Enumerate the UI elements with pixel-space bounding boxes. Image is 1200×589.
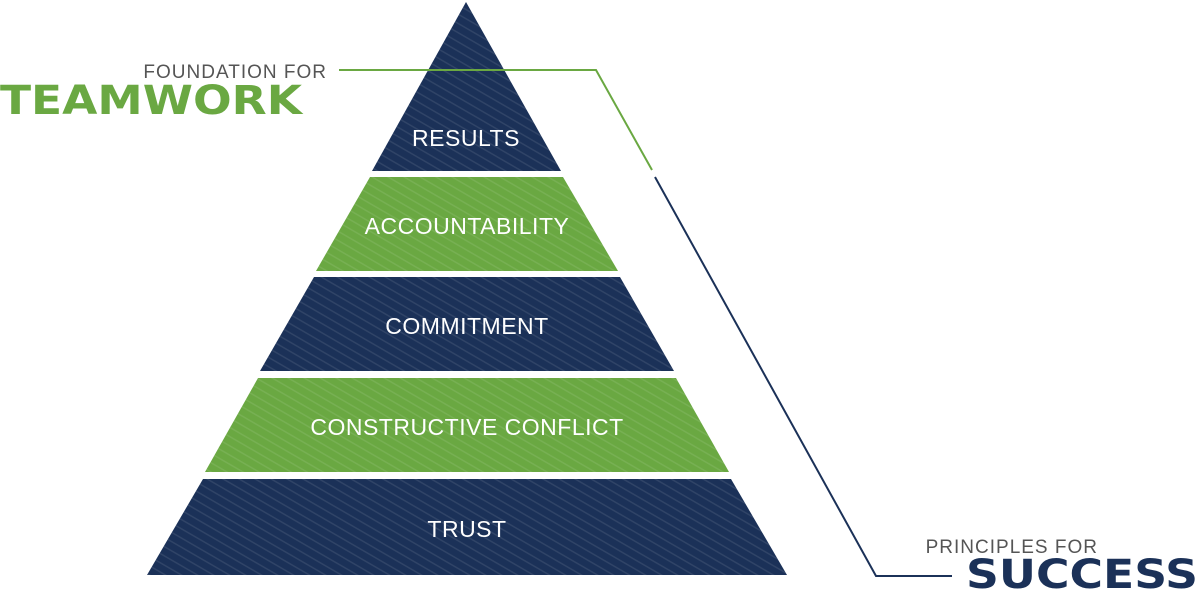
- tier-constructive-conflict-label: CONSTRUCTIVE CONFLICT: [310, 414, 623, 440]
- tier-trust-label: TRUST: [427, 516, 506, 542]
- tier-accountability-hatch: [316, 177, 618, 271]
- tier-constructive-conflict-hatch: [205, 378, 729, 472]
- principles-for-caption: PRINCIPLES FOR: [926, 537, 1098, 558]
- pyramid: RESULTS ACCOUNTABILITY COMMITMENT CONSTR…: [147, 2, 787, 575]
- tier-constructive-conflict: CONSTRUCTIVE CONFLICT: [205, 378, 729, 472]
- success-caption: SUCCESS: [966, 552, 1198, 589]
- tier-accountability-label: ACCOUNTABILITY: [365, 213, 570, 239]
- tier-results-hatch: [372, 2, 561, 171]
- tier-accountability: ACCOUNTABILITY: [316, 177, 618, 271]
- tier-commitment-label: COMMITMENT: [385, 313, 548, 339]
- tier-commitment: COMMITMENT: [260, 277, 674, 371]
- tier-commitment-hatch: [260, 277, 674, 371]
- teamwork-caption: TEAMWORK: [0, 78, 304, 124]
- success-connector-line: [654, 176, 952, 577]
- teamwork-connector-line: [339, 69, 653, 171]
- tier-results: RESULTS: [372, 2, 561, 171]
- tier-results-label: RESULTS: [412, 125, 520, 151]
- tier-trust: TRUST: [147, 479, 787, 575]
- tier-trust-hatch: [147, 479, 787, 575]
- foundation-for-caption: FOUNDATION FOR: [143, 62, 327, 83]
